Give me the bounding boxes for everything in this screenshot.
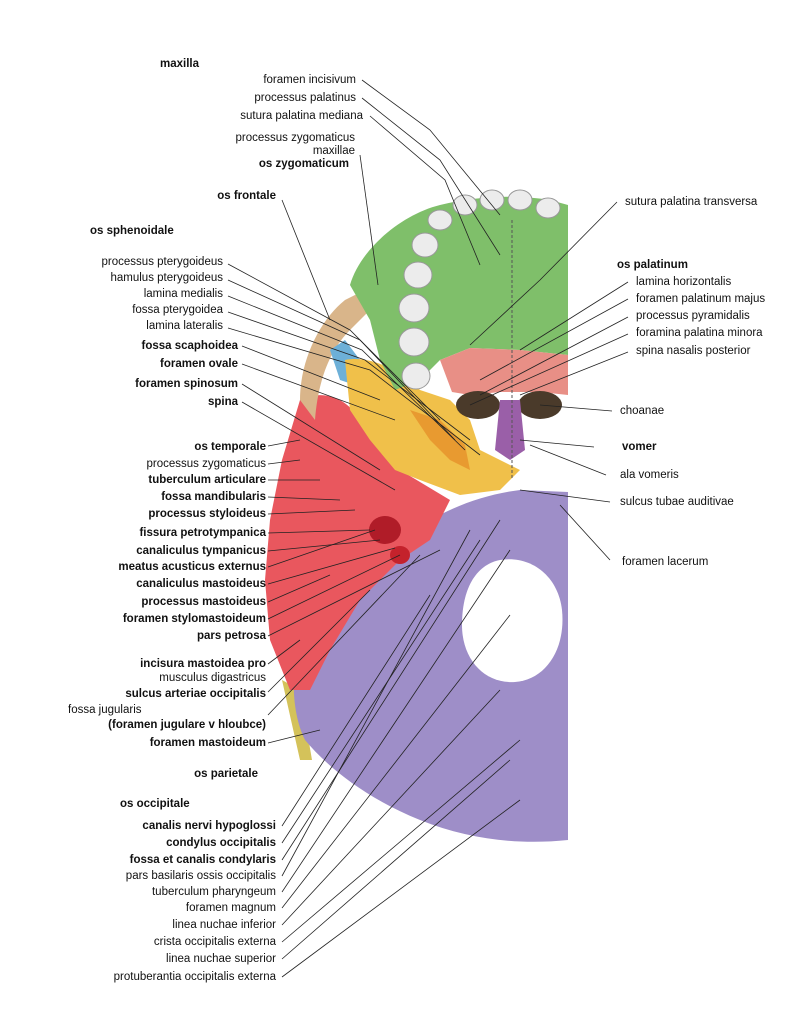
label-maxilla: maxilla [160,58,199,70]
label-hamulus-pterygoideus: hamulus pterygoideus [110,272,223,284]
label-os-frontale: os frontale [217,190,276,202]
label-sulcus-tubae-auditivae: sulcus tubae auditivae [620,496,734,508]
label-foramen-mastoideum: foramen mastoideum [149,737,266,749]
label-foramen-magnum: foramen magnum [185,902,276,914]
label-os-zygomaticum: os zygomaticum [258,158,349,170]
label-os-temporale: os temporale [194,441,266,453]
label-processus-pterygoideus: processus pterygoideus [101,256,223,268]
label-fossa-scaphoidea: fossa scaphoidea [141,340,238,352]
label-processus-pyramidalis: processus pyramidalis [636,310,750,322]
teeth-row [398,189,561,390]
label-pars-basilaris: pars basilaris ossis occipitalis [125,870,276,882]
label-sutura-palatina-mediana: sutura palatina mediana [240,110,363,122]
label-fossa-mandibularis: fossa mandibularis [161,491,266,503]
label-os-palatinum: os palatinum [617,259,688,271]
label-spina: spina [207,396,238,408]
label-processus-styloideus: processus styloideus [148,508,266,520]
label-condylus-occipitalis: condylus occipitalis [166,837,276,849]
label-lamina-horizontalis: lamina horizontalis [636,276,732,288]
label-ala-vomeris: ala vomeris [620,469,679,481]
label-tuberculum-articulare: tuberculum articulare [148,474,266,486]
label-os-sphenoidale: os sphenoidale [90,225,174,237]
label-vomer: vomer [622,441,657,453]
label-musculus-digastricus: musculus digastricus [159,672,266,684]
label-fossa-jugularis: fossa jugularis [68,704,142,716]
label-foramina-palatina-minora: foramina palatina minora [636,327,763,339]
label-os-parietale: os parietale [194,768,258,780]
label-foramen-lacerum: foramen lacerum [622,556,709,568]
label-canalis-nervi-hypoglossi: canalis nervi hypoglossi [142,820,276,832]
label-choanae: choanae [620,405,665,417]
label-foramen-spinosum: foramen spinosum [135,378,238,390]
label-sutura-palatina-transversa: sutura palatina transversa [625,196,758,208]
label-linea-nuchae-inferior: linea nuchae inferior [172,919,276,931]
label-processus-zygomaticus: processus zygomaticus [146,458,266,470]
label-meatus-acusticus-externus: meatus acusticus externus [118,561,266,573]
label-foramen-incisivum: foramen incisivum [263,74,356,86]
label-linea-nuchae-superior: linea nuchae superior [166,953,276,965]
label-foramen-palatinum-majus: foramen palatinum majus [636,293,766,305]
label-incisura-mastoidea: incisura mastoidea pro [140,658,266,670]
label-canaliculus-tympanicus: canaliculus tympanicus [136,545,266,557]
leader-lines [227,79,629,978]
label-tuberculum-pharyngeum: tuberculum pharyngeum [151,886,276,898]
parietal-region [282,680,312,760]
label-foramen-jugulare: (foramen jugulare v hloubce) [108,719,266,731]
zygomatic-arch [300,290,375,420]
meatus-hole [369,516,401,544]
label-canaliculus-mastoideus: canaliculus mastoideus [136,578,266,590]
label-lamina-medialis: lamina medialis [143,288,223,300]
label-processus-mastoideus: processus mastoideus [141,596,266,608]
sphenoid-pterygoid [410,410,470,470]
label-os-occipitale: os occipitale [120,798,190,810]
label-lamina-lateralis: lamina lateralis [146,320,223,332]
label-foramen-ovale: foramen ovale [160,358,238,370]
label-fossa-pterygoidea: fossa pterygoidea [132,304,223,316]
foramen-magnum-hole [462,559,563,683]
label-crista-occipitalis-externa: crista occipitalis externa [153,936,276,948]
label-pars-petrosa: pars petrosa [196,630,266,642]
label-processus-palatinus: processus palatinus [254,92,356,104]
vomer-region [495,400,525,460]
palatine-region [440,348,568,395]
label-fissura-petrotympanica: fissura petrotympanica [139,527,266,539]
choana-left [456,391,500,419]
label-sulcus-arteriae-occipitalis: sulcus arteriae occipitalis [125,688,266,700]
label-fossa-et-canalis-condylaris: fossa et canalis condylaris [129,854,276,866]
label-processus-zygomaticus-maxillae: processus zygomaticus maxillae [235,132,355,157]
label-spina-nasalis-posterior: spina nasalis posterior [636,345,751,357]
label-foramen-stylomastoideum: foramen stylomastoideum [122,613,266,625]
label-protuberantia-occipitalis-externa: protuberantia occipitalis externa [113,971,276,983]
